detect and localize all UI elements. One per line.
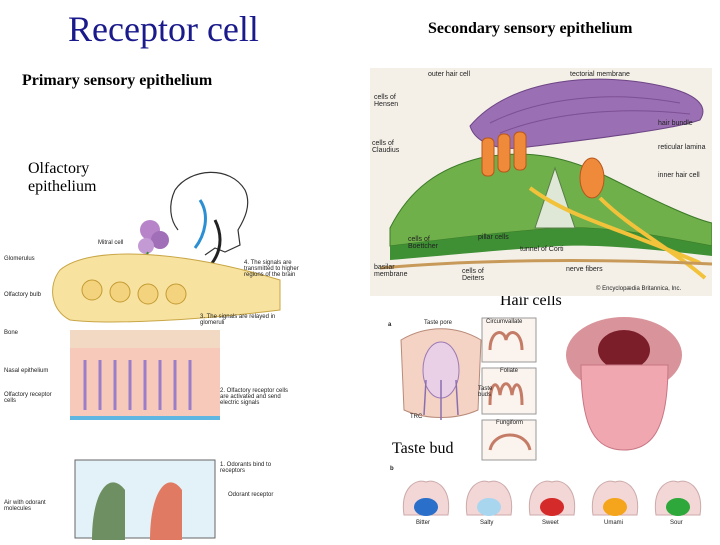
olfaction-figure: Mitral cell Glomerulus Olfactory bulb Bo… xyxy=(0,160,299,540)
umami-label: Umami xyxy=(604,520,623,526)
step-4-text: 4. The signals are transmitted to higher… xyxy=(244,260,299,278)
basilar-membrane-label: basilar membrane xyxy=(374,264,408,278)
taste-pore-label: Taste pore xyxy=(424,320,453,326)
nasal-epithelium-label: Nasal epithelium xyxy=(4,368,49,374)
secondary-epithelium-heading: Secondary sensory epithelium xyxy=(428,20,633,37)
umami-cell-icon xyxy=(603,498,627,516)
outer-hair-cell-label: outer hair cell xyxy=(428,71,471,78)
trc-label: TRC xyxy=(410,414,423,420)
taste-buds-label: Taste buds xyxy=(478,386,493,398)
primary-epithelium-heading: Primary sensory epithelium xyxy=(22,72,213,89)
britannica-credit: © Encyclopædia Britannica, Inc. xyxy=(596,286,682,292)
panel-a-label: a xyxy=(388,322,392,328)
cells-of-boettcher-label: cells of Boettcher xyxy=(408,236,438,250)
sweet-label: Sweet xyxy=(542,520,559,526)
mitral-cell-label: Mitral cell xyxy=(98,240,124,246)
salty-cell-icon xyxy=(477,498,501,516)
sour-label: Sour xyxy=(670,520,683,526)
olfactory-label-text: Olfactory epithelium xyxy=(28,160,97,195)
slide-title: Receptor cell xyxy=(68,9,259,49)
circumvallate-label: Circumvallate xyxy=(486,319,523,325)
bitter-cell-icon xyxy=(414,498,438,516)
sour-cell-icon xyxy=(666,498,690,516)
salty-label: Salty xyxy=(480,520,494,526)
reticular-lamina-label: reticular lamina xyxy=(658,144,706,151)
glomerulus-label: Glomerulus xyxy=(4,256,35,262)
taste-drawing xyxy=(400,317,702,516)
olfactory-bulb-label: Olfactory bulb xyxy=(4,292,42,298)
taste-bud-label: Taste bud xyxy=(392,440,454,457)
cells-of-hensen-label: cells of Hensen xyxy=(374,94,399,108)
olfactory-receptor-cells-label: Olfactory receptor cells xyxy=(4,392,52,404)
bitter-label: Bitter xyxy=(416,520,431,526)
fungiform-label: Fungiform xyxy=(496,420,524,426)
organ-of-corti-drawing xyxy=(379,78,713,280)
step-1-text: 1. Odorants bind to receptors xyxy=(220,462,272,474)
inner-hair-cell-label: inner hair cell xyxy=(658,172,700,179)
panel-b-label: b xyxy=(390,466,394,472)
tunnel-of-corti-label: tunnel of Corti xyxy=(520,246,564,253)
pillar-cells-label: pillar cells xyxy=(478,234,509,241)
cells-of-deiters-label: cells of Deiters xyxy=(462,268,485,282)
step-2-text: 2. Olfactory receptor cells are activate… xyxy=(220,388,289,406)
hair-cells-label: Hair cells xyxy=(500,292,562,309)
bone-label: Bone xyxy=(4,330,19,336)
olfactory-epithelium-label: Olfactory epithelium xyxy=(28,160,96,196)
cells-of-claudius-label: cells of Claudius xyxy=(372,140,400,154)
hair-bundle-label: hair bundle xyxy=(658,120,693,127)
air-with-odorant-label: Air with odorant molecules xyxy=(4,500,46,512)
foliate-label: Foliate xyxy=(500,368,519,374)
sweet-cell-icon xyxy=(540,498,564,516)
olfaction-drawing xyxy=(52,171,281,540)
organ-of-corti-figure: outer hair cell tectorial membrane cells… xyxy=(370,68,713,296)
nerve-fibers-label: nerve fibers xyxy=(566,266,603,273)
taste-figure: a Taste pore Circumvallate Foliate Taste… xyxy=(386,310,710,535)
step-3-text: 3. The signals are relayed in glomeruli xyxy=(200,314,276,326)
tectorial-membrane-label: tectorial membrane xyxy=(570,71,630,78)
odorant-receptor-label: Odorant receptor xyxy=(228,492,274,498)
